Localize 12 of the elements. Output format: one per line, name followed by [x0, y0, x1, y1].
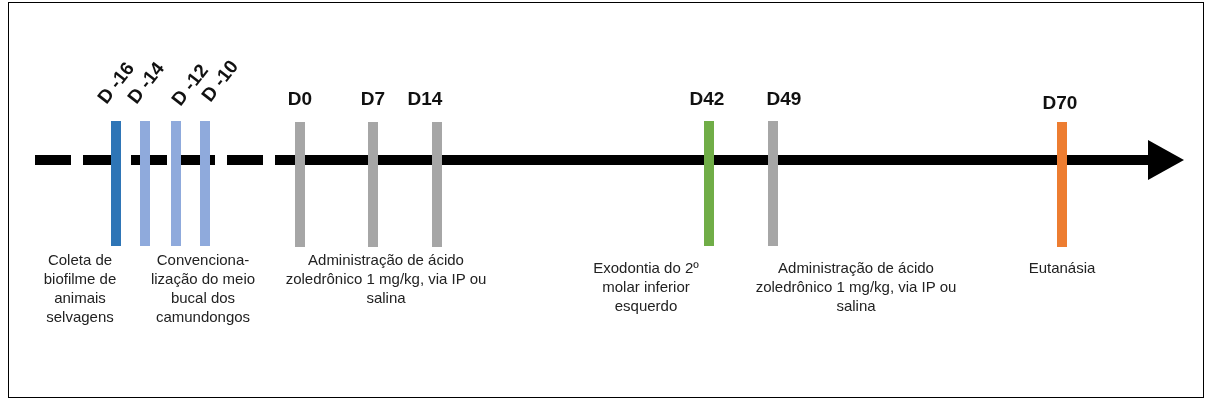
event-description: Administração de ácido zoledrônico 1 mg/kg, via IP ou salina	[754, 258, 958, 315]
event-description: Administração de ácido zoledrônico 1 mg/kg, via IP ou salina	[284, 250, 488, 307]
day-label: D49	[766, 88, 802, 110]
day-label: D70	[1042, 92, 1078, 114]
day-label: D7	[360, 88, 386, 110]
event-description: Coleta de biofilme de animais selvagens	[42, 250, 118, 326]
event-description: Convenciona-lização do meio bucal dos camundongos	[149, 250, 257, 326]
event-description: Eutanásia	[1027, 258, 1097, 277]
day-label: D14	[407, 88, 443, 110]
event-description: Exodontia do 2º molar inferior esquerdo	[592, 258, 700, 315]
day-label: D0	[287, 88, 313, 110]
day-label: D42	[689, 88, 725, 110]
